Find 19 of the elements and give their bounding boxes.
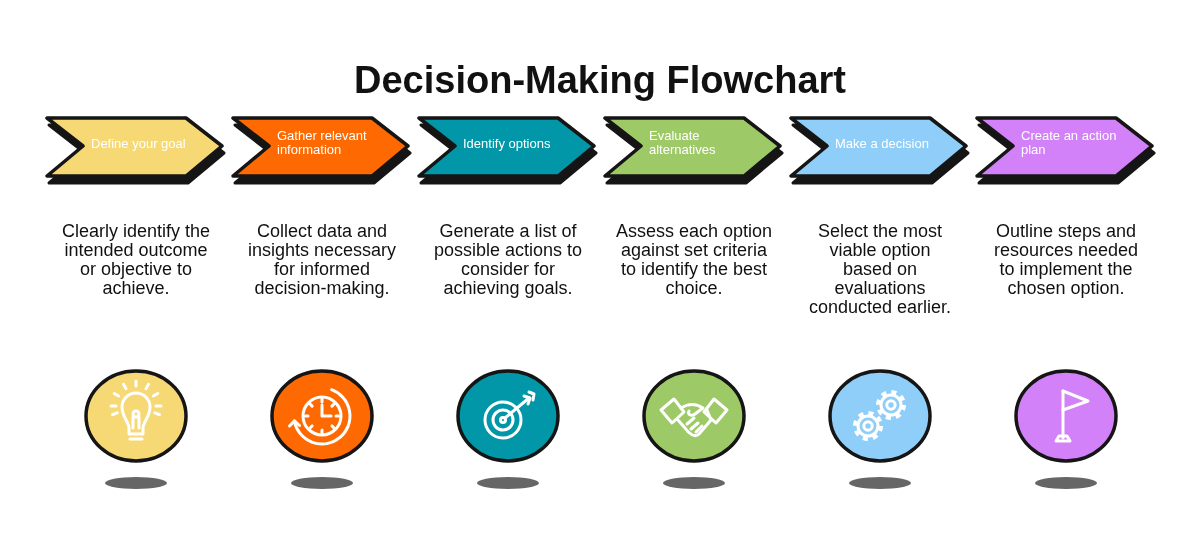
step-description: Outline steps and resources needed to implement the chosen option.	[992, 222, 1140, 298]
process-step	[45, 116, 227, 186]
step-description: Collect data and insights necessary for informed decision-making.	[246, 222, 398, 298]
step-description: Clearly identify the intended outcome or objective to achieve.	[60, 222, 212, 298]
process-step	[975, 116, 1157, 186]
process-step	[417, 116, 599, 186]
process-step	[603, 116, 785, 186]
diagram-title: Decision-Making Flowchart	[354, 58, 846, 102]
step-description: Generate a list of possible actions to consider for achieving goals.	[432, 222, 584, 298]
step-description: Assess each option against set criteria to identify the best choice.	[614, 222, 774, 298]
step-label: Create an action plan	[1021, 128, 1118, 157]
process-step	[789, 116, 971, 186]
step-label: Define your goal	[91, 137, 186, 152]
step-label: Make a decision	[835, 137, 929, 152]
step-label: Evaluate alternatives	[649, 128, 717, 157]
step-label: Gather relevant information	[277, 128, 368, 157]
process-step	[231, 116, 413, 186]
step-label: Identify options	[463, 137, 551, 152]
step-description: Select the most viable option based on evaluations conducted earlier.	[807, 222, 953, 317]
